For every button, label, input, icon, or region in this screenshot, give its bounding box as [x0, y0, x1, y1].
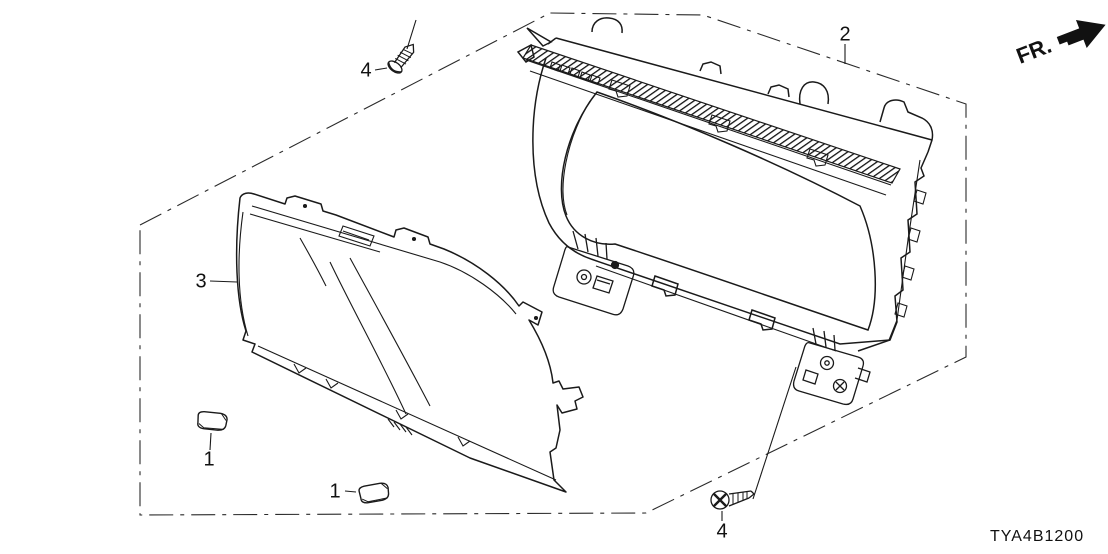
bracket-outline: [552, 245, 635, 316]
bezel-bottom-inner-line: [595, 265, 837, 352]
backplate-step: [767, 84, 790, 98]
screw-threads: [394, 48, 413, 65]
leader-screw-top-axis: [406, 19, 417, 50]
screen-inner-left-line: [562, 100, 591, 216]
bracket-pins: [572, 230, 608, 260]
case-tooth: [907, 227, 921, 243]
case-tooth: [894, 302, 908, 318]
backplate-tab: [798, 81, 830, 105]
cushion-left[interactable]: [197, 411, 228, 431]
lip-clip-tab: [708, 114, 731, 133]
bezel-lip-line: [529, 70, 887, 196]
bracket-hole: [819, 355, 835, 371]
bracket-dot: [610, 260, 620, 270]
diagram-code: TYA4B1200: [990, 528, 1084, 545]
leader-callout3: [209, 280, 238, 283]
lens-rim-line: [251, 205, 517, 315]
cushion-edge-line: [361, 482, 388, 503]
lens-reflection-line: [349, 257, 431, 407]
leader-callout4-top: [374, 67, 388, 71]
screw-top[interactable]: [386, 39, 419, 75]
bracket-pins: [812, 327, 836, 351]
backplate-end-block: [879, 99, 934, 153]
lens-reflection-line: [329, 261, 407, 415]
fr-label: FR.: [1013, 33, 1055, 69]
visor-lens-part[interactable]: [235, 192, 584, 493]
frame-clip: [457, 436, 471, 447]
screw-head: [710, 490, 730, 510]
tab-hole: [302, 203, 308, 209]
screw-head-underside: [387, 62, 402, 73]
callout-4-bottom[interactable]: 4: [716, 520, 727, 542]
callout-4-top[interactable]: 4: [360, 59, 371, 81]
cushion-outline: [197, 411, 228, 431]
lip-clip-tab: [608, 79, 631, 98]
callout-3[interactable]: 3: [195, 270, 206, 292]
leader-lines: [209, 19, 846, 521]
tab-hole: [411, 236, 417, 242]
frame-clip: [293, 363, 307, 374]
bracket-hole: [576, 269, 592, 285]
lens-outline: [235, 192, 584, 493]
frame-clip: [395, 409, 409, 420]
fr-direction-indicator: FR.: [1013, 20, 1106, 69]
meter-assembly-part[interactable]: [516, 17, 934, 406]
screw-threads: [732, 492, 748, 505]
case-bottom-tab: [651, 275, 679, 297]
bracket-hole: [824, 360, 830, 366]
backplate-step: [699, 61, 722, 75]
fr-arrow-icon: [1056, 20, 1106, 49]
strip-left-spike: [516, 27, 553, 63]
case-tooth: [901, 265, 915, 281]
left-connector-bracket: [552, 230, 635, 316]
cushion-edge-line: [198, 413, 227, 430]
lens-left-inner-line: [238, 211, 249, 337]
tab-hole: [533, 315, 539, 321]
bracket-side-step: [854, 367, 871, 383]
leader-callout1-left: [209, 432, 212, 451]
frame-hatch-ticks: [387, 418, 413, 436]
frame-clip: [325, 378, 339, 389]
bracket-hole: [580, 273, 588, 281]
bracket-hole-cross: [835, 381, 845, 391]
cushion-outline: [358, 482, 390, 504]
bracket-slot: [592, 275, 614, 294]
ladder-detail: [549, 61, 601, 85]
backplate-tab: [591, 17, 623, 34]
screen-opening: [560, 91, 877, 331]
screw-bottom[interactable]: [710, 490, 755, 510]
boundary-path: [139, 12, 967, 516]
leader-bracket-to-screw: [752, 366, 797, 500]
bezel-outer-left: [532, 57, 592, 260]
boundary-outline: [139, 12, 967, 516]
lip-clip-tab: [806, 148, 829, 167]
lens-reflection-line: [299, 237, 327, 287]
cushion-bottom[interactable]: [358, 481, 391, 506]
phillips-cross-icon: [713, 493, 727, 507]
callout-2[interactable]: 2: [839, 23, 850, 45]
lens-slot: [338, 225, 375, 247]
callout-1-bottom[interactable]: 1: [329, 480, 340, 502]
bezel-bottom-edge: [590, 258, 891, 345]
case-tooth: [913, 189, 927, 205]
right-mount-bracket: [792, 327, 871, 406]
case-right-edge: [857, 151, 929, 352]
bracket-hole: [832, 378, 848, 394]
lens-rim-line2: [249, 213, 381, 253]
lens-bottom-frame-line: [257, 345, 557, 481]
case-bottom-tab: [748, 309, 776, 331]
bracket-slot: [802, 369, 819, 385]
hatched-strip: [522, 44, 901, 184]
bracket-outline: [792, 341, 865, 406]
leader-callout1-bottom: [344, 490, 357, 493]
callout-1-left[interactable]: 1: [203, 448, 214, 470]
